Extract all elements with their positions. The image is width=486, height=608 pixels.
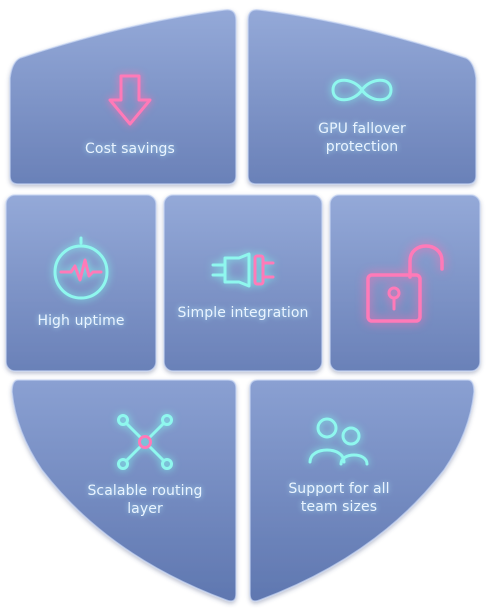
tile-label: GPU fallover protection [318,121,406,155]
tile-label: Cost savings [85,141,175,157]
network-nodes-icon [117,414,173,470]
plug-icon [211,252,275,288]
tile-shape-high-uptime [5,194,157,372]
tile-gpu-fallover: GPU fallover protection [256,58,468,168]
tile-scalable-routing: Scalable routing layer [60,410,230,522]
infinity-icon [331,78,393,102]
heartbeat-icon [53,236,109,300]
tile-cost-savings: Cost savings [30,60,230,170]
tile-label: Scalable routing layer [87,483,203,517]
users-icon [308,417,369,466]
tile-shape-lock [329,194,481,372]
tile-shape-support-team [249,379,475,602]
tile-shape-cost-savings [9,8,237,185]
tile-lock [332,224,478,334]
tile-shape-scalable-routing [11,379,237,602]
tile-support-team: Support for all team sizes [254,408,424,522]
tile-label: Simple integration [177,305,309,321]
tile-shape-gpu-fallover [247,8,477,185]
tile-high-uptime: High uptime [8,228,154,338]
tile-simple-integration: Simple integration [164,234,322,338]
unlocked-padlock-icon [366,244,444,323]
arrow-down-icon [108,74,152,126]
tile-label: Support for all team sizes [288,481,390,515]
tile-label: High uptime [37,313,125,329]
